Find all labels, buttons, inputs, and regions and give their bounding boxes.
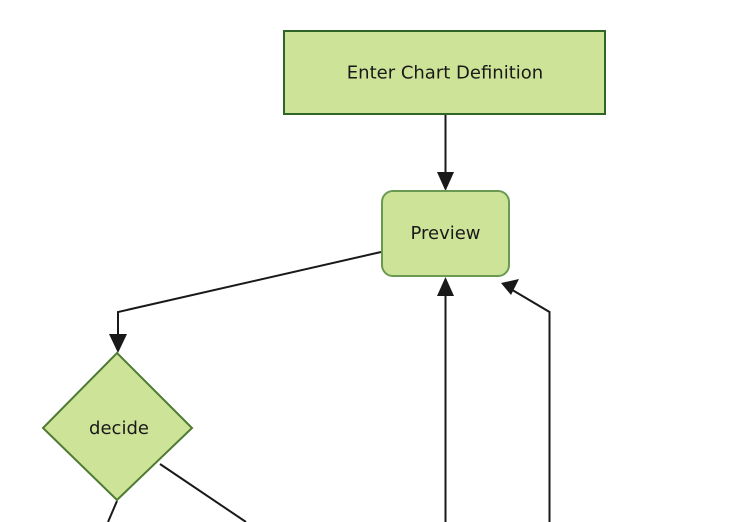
node-preview-shape <box>381 190 510 277</box>
edge-return-right-to-preview-line <box>508 287 551 522</box>
edge-preview-to-decide[interactable] <box>109 251 382 353</box>
node-preview[interactable]: Preview <box>381 190 510 277</box>
node-decide[interactable]: decide <box>41 351 194 502</box>
edge-preview-to-decide-line <box>117 251 382 344</box>
edge-enter-to-preview[interactable] <box>437 114 454 191</box>
node-enter-chart-definition-label: Enter Chart Definition <box>347 63 543 84</box>
edge-return-center-to-preview[interactable] <box>437 277 454 522</box>
edge-decide-out-left-line <box>107 500 118 522</box>
edge-decide-out-right-line <box>159 463 247 522</box>
node-preview-label: Preview <box>410 223 480 244</box>
arrow-head-icon <box>437 172 454 191</box>
node-decide-label: decide <box>89 418 149 439</box>
edge-return-right-to-preview[interactable] <box>501 279 551 522</box>
edge-decide-out-left[interactable] <box>107 500 118 522</box>
arrow-head-icon <box>437 277 454 296</box>
node-decide-shape <box>41 351 194 502</box>
edge-decide-out-right[interactable] <box>159 463 247 522</box>
arrow-head-icon <box>501 279 519 295</box>
node-enter-chart-definition-shape <box>283 30 606 115</box>
node-enter-chart-definition[interactable]: Enter Chart Definition <box>283 30 606 115</box>
arrow-head-icon <box>109 334 127 353</box>
